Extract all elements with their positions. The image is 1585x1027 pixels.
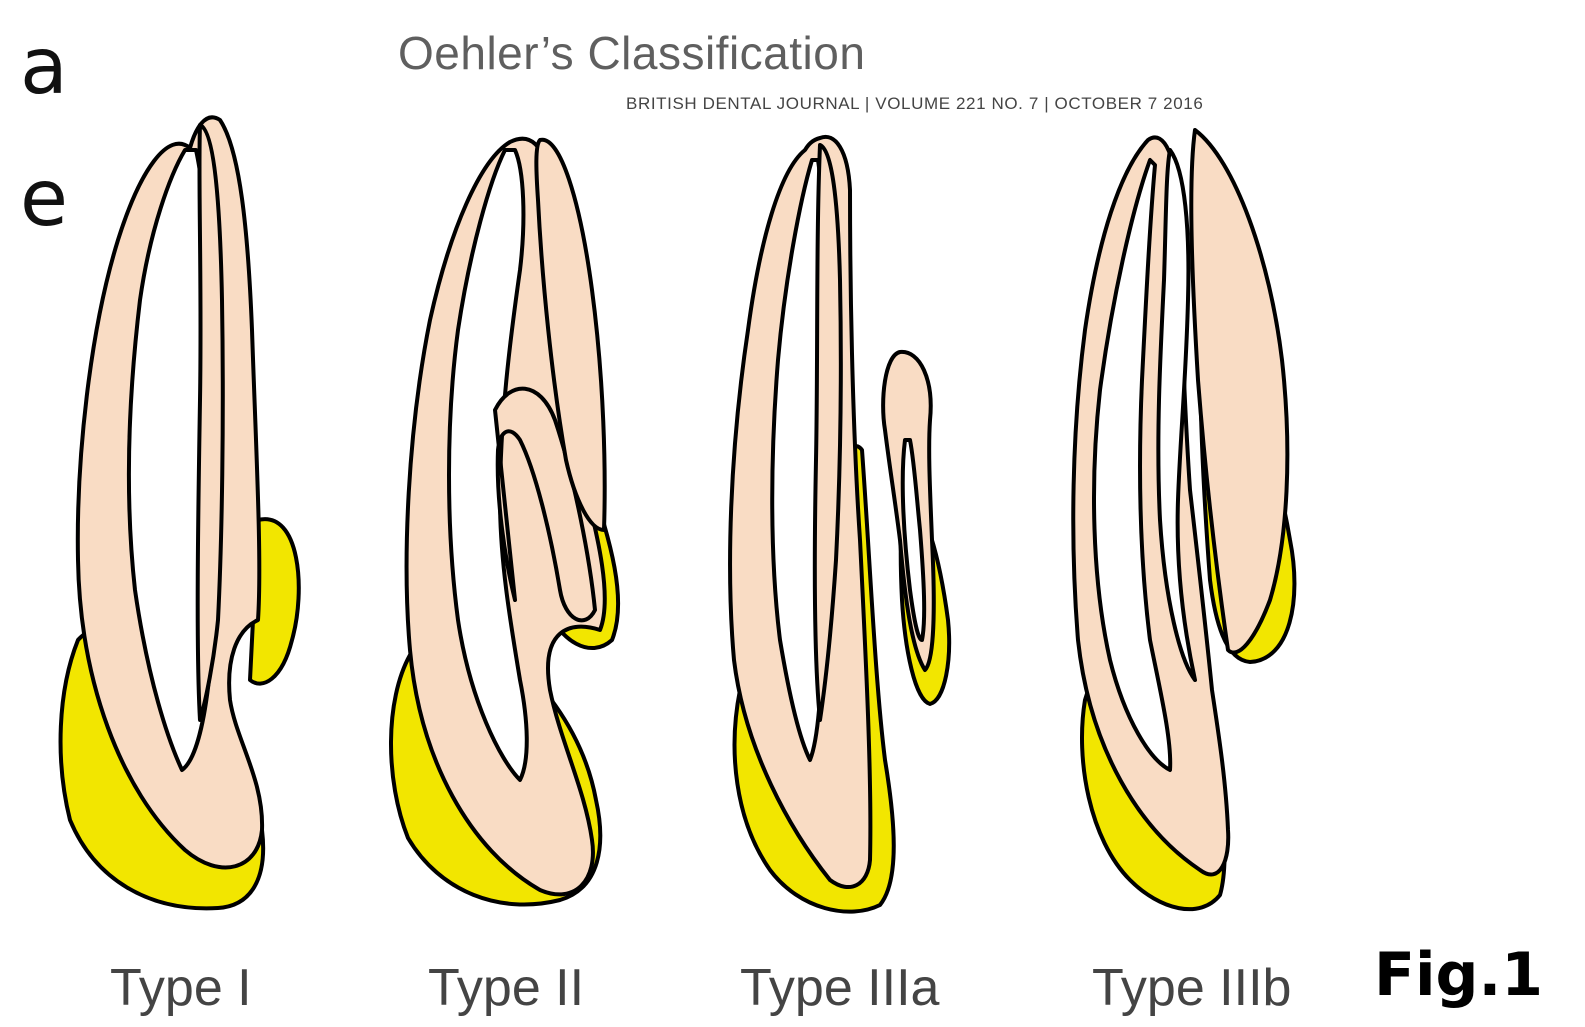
tooth-type-1 [61, 117, 299, 908]
type-label: Type IIIb [1092, 958, 1291, 1018]
figure-number: Fig.1 [1374, 940, 1543, 1010]
root-outline [1191, 130, 1287, 653]
type-label: Type I [110, 958, 252, 1018]
tooth-type-3b [1073, 130, 1294, 909]
tooth-type-3a [730, 137, 949, 912]
type-label: Type IIIa [740, 958, 939, 1018]
tooth-type-2 [391, 139, 618, 905]
type-label: Type II [428, 958, 584, 1018]
